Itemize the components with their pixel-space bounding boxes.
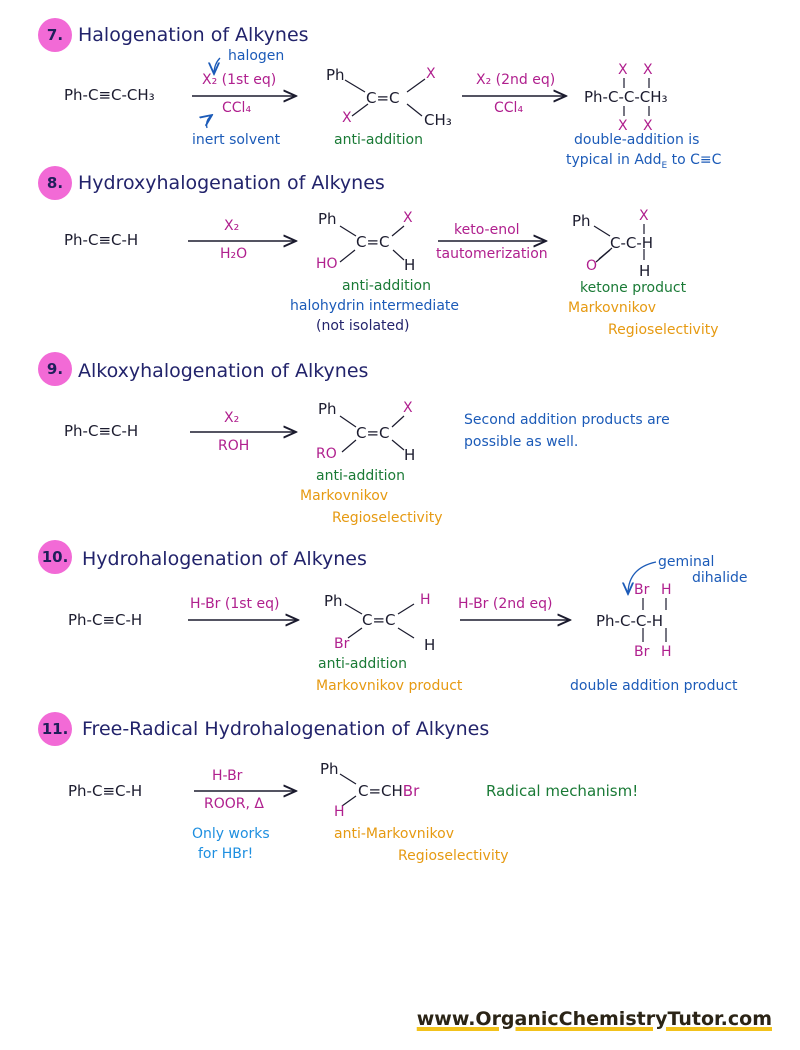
s8-markov-label: Markovnikov <box>568 300 657 316</box>
s8-reagent-top: X₂ <box>224 218 240 234</box>
s9-cc: C=C <box>356 424 390 442</box>
s11-reagent-top: H-Br <box>212 768 243 784</box>
s11-anti-label: anti-Markovnikov <box>334 826 454 842</box>
s7-anti-label: anti-addition <box>334 132 423 148</box>
s9-reagent-top: X₂ <box>224 410 240 426</box>
s7-prod-x3: X <box>618 118 628 134</box>
s10-prod-h-top: H <box>661 582 672 598</box>
s10-br: Br <box>334 636 350 652</box>
s8-halohydrin-label: halohydrin intermediate <box>290 298 460 314</box>
s7-prod-x1: X <box>618 62 628 78</box>
section-8-title: Hydroxyhalogenation of Alkynes <box>78 172 385 194</box>
s9-note-line2: possible as well. <box>464 434 579 450</box>
s8-not-isolated: (not isolated) <box>316 318 410 334</box>
s11-only-line2: for HBr! <box>198 846 254 862</box>
s8-prod-o: O <box>586 258 598 274</box>
s8-h: H <box>404 256 416 274</box>
s7-prod-x2: X <box>643 62 653 78</box>
section-7-badge: 7. <box>38 18 72 52</box>
s7-note-line1: double-addition is <box>574 132 700 148</box>
s10-product: Ph-C-C-H <box>596 612 664 630</box>
s7-solvent: CCl₄ <box>222 100 252 116</box>
s8-prod-h: H <box>639 262 651 280</box>
s9-ph: Ph <box>318 400 337 418</box>
section-10-badge: 10. <box>38 540 72 574</box>
s8-product: C-C-H <box>610 234 654 252</box>
s8-reagent-bot: H₂O <box>220 246 248 262</box>
s10-h2: H <box>424 636 436 654</box>
section-9-title: Alkoxyhalogenation of Alkynes <box>78 360 369 382</box>
s10-double-label: double addition product <box>570 678 738 694</box>
s7-halogen-label: halogen <box>228 48 285 64</box>
section-10-title: Hydrohalogenation of Alkynes <box>82 548 367 570</box>
s10-anti-label: anti-addition <box>318 656 407 672</box>
s10-geminal-pointer <box>628 561 657 594</box>
s8-ketone-label: ketone product <box>580 280 687 296</box>
s11-br: Br <box>402 782 420 800</box>
s7-mid-ch3: CH₃ <box>424 111 452 129</box>
section-9-badge: 9. <box>38 352 72 386</box>
s7-halogen-pointer <box>214 57 221 74</box>
s10-prod-br-top: Br <box>634 582 650 598</box>
s11-radical-note: Radical mechanism! <box>486 782 639 800</box>
s7-prod-x4: X <box>643 118 653 134</box>
s7-mid-x2: X <box>342 110 352 126</box>
s7-reagent2: X₂ (2nd eq) <box>476 72 556 88</box>
s10-h1: H <box>420 592 431 608</box>
s8-regio-label: Regioselectivity <box>608 322 719 338</box>
s8-cc: C=C <box>356 233 390 251</box>
s10-dihalide-label: dihalide <box>692 570 748 586</box>
s8-tautomerization: tautomerization <box>436 246 548 262</box>
s9-ro: RO <box>316 446 337 462</box>
s10-reagent1: H-Br (1st eq) <box>190 596 280 612</box>
s9-regio-label: Regioselectivity <box>332 510 443 526</box>
s11-regio-label: Regioselectivity <box>398 848 509 864</box>
s7-reactant: Ph-C≡C-CH₃ <box>64 86 155 104</box>
s10-markov-label: Markovnikov product <box>316 678 463 694</box>
s8-keto-enol: keto-enol <box>454 222 520 238</box>
s7-solvent-pointer <box>207 115 212 129</box>
s8-prod-x: X <box>639 208 649 224</box>
section-11-badge: 11. <box>38 712 72 746</box>
s10-ph: Ph <box>324 592 343 610</box>
s9-reactant: Ph-C≡C-H <box>64 422 139 440</box>
s8-ho: HO <box>316 256 338 272</box>
s11-only-line1: Only works <box>192 826 270 842</box>
s8-reactant: Ph-C≡C-H <box>64 231 139 249</box>
s7-note-line2: typical in AddE to C≡C <box>566 152 722 171</box>
s11-product: C=CHBr <box>358 782 420 800</box>
s9-x: X <box>403 400 413 416</box>
s8-prod-ph: Ph <box>572 212 591 230</box>
s8-anti-label: anti-addition <box>342 278 431 294</box>
s11-h: H <box>334 804 345 820</box>
s10-reactant: Ph-C≡C-H <box>68 611 143 629</box>
s11-reactant: Ph-C≡C-H <box>68 782 143 800</box>
s9-note-line1: Second addition products are <box>464 412 670 428</box>
s11-ph: Ph <box>320 760 339 778</box>
s10-prod-h-bot: H <box>661 644 672 660</box>
s11-reagent-bot: ROOR, Δ <box>204 796 264 812</box>
s9-markov-label: Markovnikov <box>300 488 389 504</box>
s7-solvent2: CCl₄ <box>494 100 524 116</box>
s7-mid-ph: Ph <box>326 66 345 84</box>
section-8-badge: 8. <box>38 166 72 200</box>
s8-ph: Ph <box>318 210 337 228</box>
s7-mid-cc: C=C <box>366 89 400 107</box>
section-11-title: Free-Radical Hydrohalogenation of Alkyne… <box>82 718 490 740</box>
s9-h: H <box>404 446 416 464</box>
site-watermark: www.OrganicChemistryTutor.com <box>416 1008 772 1030</box>
s10-geminal-label: geminal <box>658 554 715 570</box>
s7-reagent1: X₂ (1st eq) <box>202 72 277 88</box>
s7-mid-x1: X <box>426 66 436 82</box>
s10-cc: C=C <box>362 611 396 629</box>
section-7-title: Halogenation of Alkynes <box>78 24 309 46</box>
s9-reagent-bot: ROH <box>218 438 250 454</box>
s7-product: Ph-C-C-CH₃ <box>584 88 668 106</box>
s10-prod-br-bot: Br <box>634 644 650 660</box>
s9-anti-label: anti-addition <box>316 468 405 484</box>
s7-inert-label: inert solvent <box>192 132 281 148</box>
s10-reagent2: H-Br (2nd eq) <box>458 596 553 612</box>
s8-x: X <box>403 210 413 226</box>
